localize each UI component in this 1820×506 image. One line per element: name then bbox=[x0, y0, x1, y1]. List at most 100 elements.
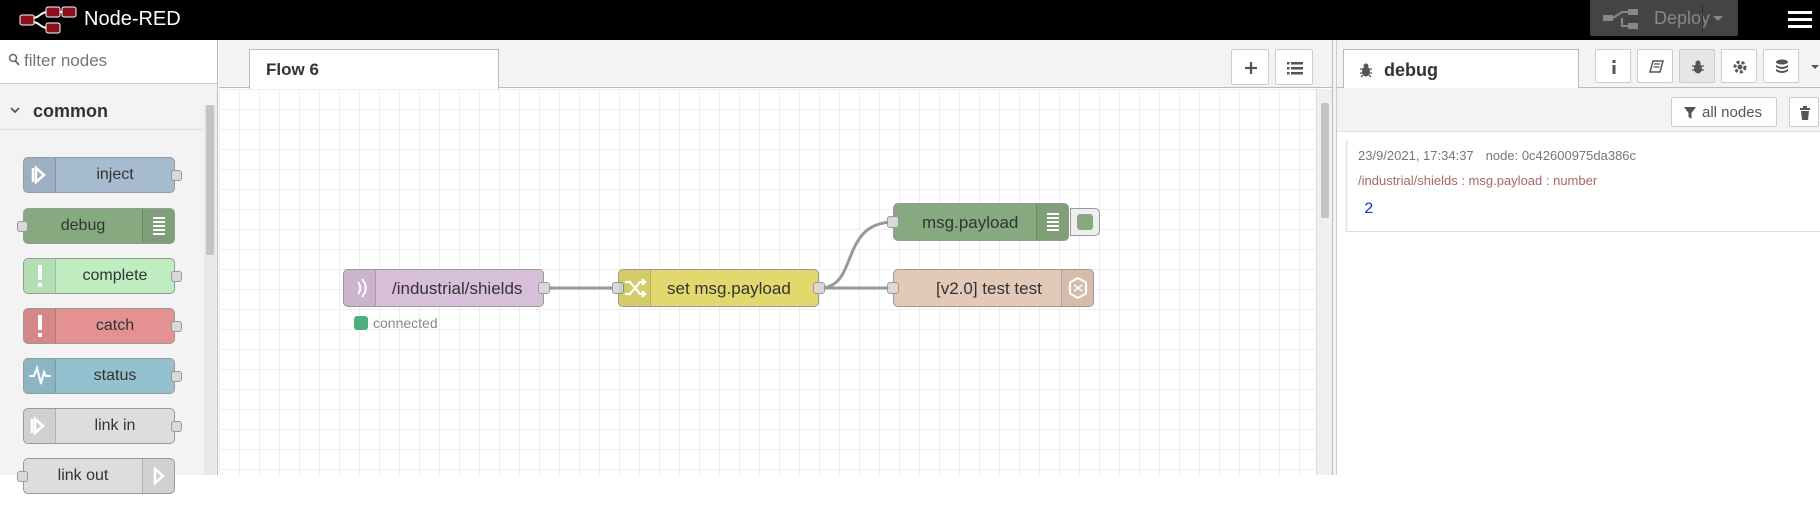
flow-node-label: msg.payload bbox=[922, 213, 1019, 232]
link-in-icon bbox=[24, 409, 56, 443]
header-bar: Node-RED Deploy bbox=[0, 0, 1820, 40]
debug-tab-button[interactable] bbox=[1679, 49, 1715, 83]
debug-message-node-id[interactable]: node: 0c42600975da386c bbox=[1485, 148, 1637, 163]
output-port[interactable] bbox=[813, 282, 825, 294]
debug-message-topic: /industrial/shields : msg.payload : numb… bbox=[1358, 173, 1598, 188]
palette-node-link-out[interactable]: link out bbox=[17, 458, 175, 494]
shuffle-icon bbox=[619, 270, 651, 306]
input-port[interactable] bbox=[887, 216, 899, 228]
caret-down-icon[interactable] bbox=[1710, 6, 1726, 30]
sidebar-tab-debug[interactable]: debug bbox=[1343, 49, 1579, 89]
list-icon bbox=[1036, 204, 1068, 240]
exclamation-icon bbox=[24, 309, 56, 343]
book-icon bbox=[1649, 60, 1664, 73]
help-tab-button[interactable] bbox=[1637, 49, 1673, 83]
flow-node-label: [v2.0] test test bbox=[936, 279, 1042, 298]
flow-canvas[interactable]: /industrial/shields connected set msg.pa… bbox=[219, 89, 1316, 475]
palette-node-label: link in bbox=[94, 417, 136, 434]
scroll-thumb[interactable] bbox=[1321, 103, 1329, 218]
flow-node-change[interactable]: set msg.payload bbox=[612, 269, 825, 307]
input-port[interactable] bbox=[17, 221, 28, 232]
sidebar-separator[interactable] bbox=[1333, 40, 1337, 475]
hexagon-icon bbox=[1061, 270, 1093, 306]
flow-node-mqtt-in[interactable]: /industrial/shields bbox=[343, 269, 550, 307]
tab-label: Flow 6 bbox=[266, 60, 319, 79]
chevron-down-icon bbox=[10, 107, 20, 114]
palette-node-complete[interactable]: complete bbox=[23, 258, 182, 294]
palette-node-status[interactable]: status bbox=[23, 358, 182, 394]
deploy-label: Deploy bbox=[1654, 8, 1711, 28]
workspace-scrollbar[interactable] bbox=[1316, 89, 1332, 475]
palette-filter bbox=[0, 40, 217, 84]
status-text: connected bbox=[373, 315, 438, 331]
debug-toolbar: all nodes bbox=[1337, 88, 1820, 132]
debug-message[interactable]: 23/9/2021, 17:34:37 node: 0c42600975da386… bbox=[1345, 140, 1820, 232]
palette-node-label: link out bbox=[57, 467, 109, 484]
workspace: Flow 6 /industrial/shields conne bbox=[219, 40, 1332, 475]
link-out-icon bbox=[142, 459, 174, 493]
list-icon bbox=[1287, 62, 1303, 75]
output-port[interactable] bbox=[171, 321, 182, 332]
info-icon bbox=[1612, 60, 1616, 74]
palette-node-inject[interactable]: inject bbox=[23, 157, 182, 193]
category-header-common[interactable]: common bbox=[0, 92, 203, 130]
flow-node-label: /industrial/shields bbox=[392, 279, 523, 298]
caret-down-icon[interactable] bbox=[1807, 58, 1820, 78]
deploy-separator bbox=[1702, 4, 1703, 32]
hamburger-menu-icon[interactable] bbox=[1784, 6, 1814, 34]
info-tab-button[interactable] bbox=[1595, 49, 1631, 83]
list-flows-button[interactable] bbox=[1275, 49, 1313, 85]
wires bbox=[549, 220, 895, 290]
context-tab-button[interactable] bbox=[1763, 49, 1799, 83]
filter-all-nodes-button[interactable]: all nodes bbox=[1671, 97, 1777, 127]
config-tab-button[interactable] bbox=[1721, 49, 1757, 83]
flow-node-label: set msg.payload bbox=[667, 279, 791, 298]
input-port[interactable] bbox=[887, 282, 899, 294]
plus-icon bbox=[1245, 62, 1257, 74]
pulse-icon bbox=[24, 359, 56, 393]
workspace-tabs: Flow 6 bbox=[219, 40, 1332, 89]
debug-message-timestamp: 23/9/2021, 17:34:37 bbox=[1358, 148, 1474, 163]
debug-message-value[interactable]: 2 bbox=[1364, 200, 1374, 218]
input-port[interactable] bbox=[612, 282, 624, 294]
bug-icon bbox=[1360, 63, 1372, 78]
exclamation-icon bbox=[24, 259, 56, 293]
palette-node-debug[interactable]: debug bbox=[17, 208, 175, 244]
database-icon bbox=[1776, 59, 1788, 73]
palette-node-label: debug bbox=[60, 217, 106, 234]
deploy-button[interactable]: Deploy bbox=[1590, 0, 1738, 36]
output-port[interactable] bbox=[538, 282, 550, 294]
palette-scrollbar[interactable] bbox=[204, 105, 216, 475]
sidebar-tab-label: debug bbox=[1384, 60, 1438, 80]
filter-label: all nodes bbox=[1702, 104, 1763, 121]
inject-icon bbox=[24, 158, 56, 192]
gear-icon bbox=[1733, 60, 1747, 74]
debug-message-meta: 23/9/2021, 17:34:37 node: 0c42600975da386… bbox=[1358, 148, 1636, 163]
add-flow-button[interactable] bbox=[1231, 49, 1269, 85]
output-port[interactable] bbox=[171, 371, 182, 382]
tab-flow-6[interactable]: Flow 6 bbox=[249, 49, 499, 89]
list-icon bbox=[142, 209, 174, 243]
flow-node-custom[interactable]: [v2.0] test test bbox=[887, 269, 1094, 307]
filter-icon bbox=[1684, 107, 1696, 119]
sidebar-tabs: debug bbox=[1337, 40, 1820, 89]
scroll-thumb[interactable] bbox=[206, 105, 214, 255]
palette-node-catch[interactable]: catch bbox=[23, 308, 182, 344]
debug-toggle-button[interactable] bbox=[1070, 208, 1100, 236]
output-port[interactable] bbox=[171, 170, 182, 181]
debug-toggle-indicator bbox=[1077, 214, 1093, 230]
flow-node-debug[interactable]: msg.payload bbox=[887, 203, 1069, 241]
output-port[interactable] bbox=[171, 271, 182, 282]
search-icon bbox=[8, 53, 20, 66]
clear-messages-button[interactable] bbox=[1789, 97, 1819, 127]
output-port[interactable] bbox=[171, 421, 182, 432]
palette-node-label: inject bbox=[96, 166, 134, 183]
palette-node-link-in[interactable]: link in bbox=[23, 408, 182, 444]
node-red-logo-icon bbox=[19, 6, 77, 34]
wire bbox=[819, 220, 895, 290]
bridge-icon bbox=[344, 270, 376, 306]
app-title: Node-RED bbox=[84, 8, 181, 30]
filter-nodes-input[interactable] bbox=[24, 50, 209, 72]
palette-node-label: status bbox=[93, 367, 137, 384]
palette-node-label: complete bbox=[82, 267, 148, 284]
